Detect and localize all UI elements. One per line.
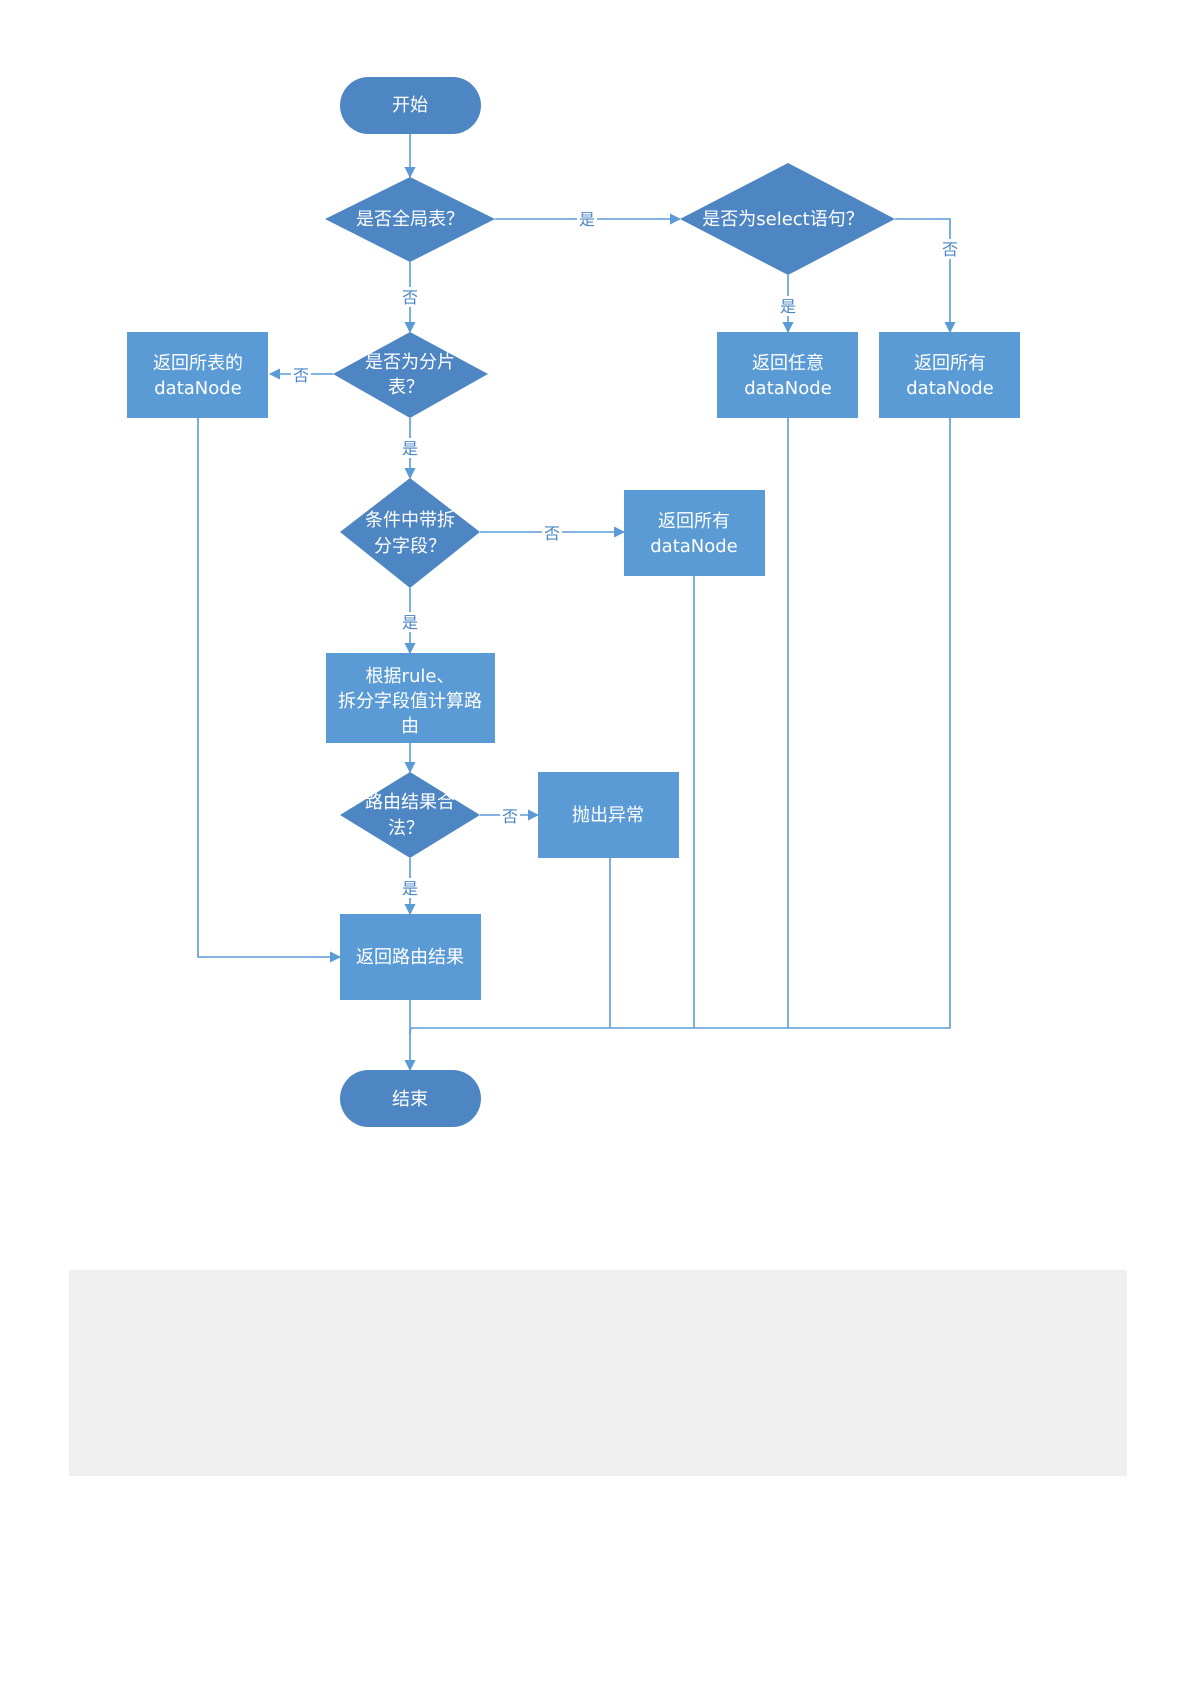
end-terminal	[340, 1070, 481, 1127]
compute-route-text-2: 拆分字段值计算路	[338, 691, 482, 712]
return-any-box	[717, 332, 858, 418]
label-split-no: 否	[544, 524, 560, 543]
label-sharded-no: 否	[293, 366, 309, 385]
label-global-yes: 是	[579, 210, 595, 229]
is-sharded-decision	[333, 332, 488, 418]
compute-route-text: 根据rule、	[366, 666, 455, 687]
return-route-text: 返回路由结果	[356, 947, 464, 968]
edge-labels: 是 否 是 否 否 是 否 是 否 是	[291, 209, 960, 898]
label-valid-yes: 是	[402, 879, 418, 898]
label-valid-no: 否	[502, 807, 518, 826]
throw-exception-text: 抛出异常	[572, 805, 644, 826]
return-route-box	[340, 914, 481, 1000]
throw-exception-box	[538, 772, 679, 858]
return-all-table-text-2: dataNode	[154, 378, 242, 399]
is-global-text: 是否全局表？	[356, 209, 464, 230]
return-any-text: 返回任意	[752, 353, 824, 374]
edge-all1-to-merge	[409, 418, 951, 1035]
route-valid-text-2: 法？	[388, 818, 424, 839]
return-all-1-text-2: dataNode	[906, 378, 994, 399]
edge-alltable-to-return	[197, 418, 342, 963]
start-terminal	[340, 77, 481, 134]
return-all-table-box	[127, 332, 268, 418]
return-all-table-text: 返回所表的	[153, 353, 243, 374]
is-global-decision	[325, 177, 495, 262]
return-all-1-text: 返回所有	[914, 353, 986, 374]
empty-code-panel	[69, 1270, 1127, 1476]
edges	[197, 134, 956, 1072]
return-all-2-text-2: dataNode	[650, 536, 738, 557]
has-split-field-text: 条件中带拆	[365, 510, 455, 531]
node-texts: 开始 是否全局表？ 是否为select语句？ 是否为分片 表？ 返回所表的 da…	[153, 95, 994, 1110]
return-any-text-2: dataNode	[744, 378, 832, 399]
route-valid-text: 路由结果合	[365, 792, 455, 813]
end-text: 结束	[392, 1089, 428, 1110]
return-all-2-text: 返回所有	[658, 511, 730, 532]
edge-select-no-to-all1	[895, 218, 956, 334]
is-sharded-text: 是否为分片	[365, 352, 455, 373]
is-select-text: 是否为select语句？	[702, 209, 863, 230]
has-split-field-decision	[340, 478, 480, 588]
label-select-yes: 是	[780, 297, 796, 316]
nodes	[127, 77, 1020, 1127]
label-sharded-yes: 是	[402, 439, 418, 458]
compute-route-text-3: 由	[401, 716, 419, 737]
label-split-yes: 是	[402, 613, 418, 632]
is-select-decision	[680, 163, 895, 275]
is-sharded-text-2: 表？	[388, 377, 424, 398]
has-split-field-text-2: 分字段？	[374, 536, 446, 557]
label-select-no: 否	[942, 240, 958, 259]
return-all-1-box	[879, 332, 1020, 418]
label-global-no: 否	[402, 288, 418, 307]
route-valid-decision	[340, 772, 480, 858]
return-all-2-box	[624, 490, 765, 576]
start-text: 开始	[392, 95, 428, 116]
compute-route-box	[326, 653, 495, 743]
